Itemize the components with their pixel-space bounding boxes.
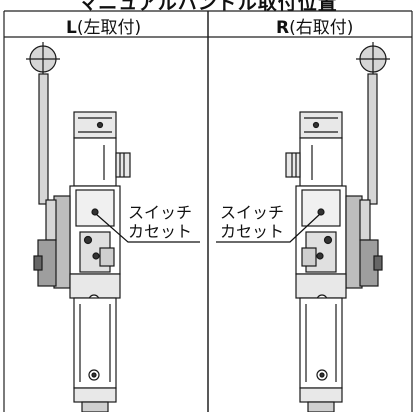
right-switch-label-line2: カセット <box>220 222 284 241</box>
left-callout-bg <box>124 200 202 242</box>
right-panel-header: R(右取付) <box>276 13 353 38</box>
right-label: (右取付) <box>289 18 354 38</box>
left-switch-label-line1: スイッチ <box>128 203 192 222</box>
right-actuator-drawing <box>285 42 390 412</box>
left-label: (左取付) <box>76 18 142 38</box>
right-callout-bg <box>214 200 294 242</box>
table-frame <box>3 10 413 412</box>
title-strip: マニュアルハンドル取付位置 <box>0 0 416 11</box>
right-letter: R <box>276 18 290 38</box>
figure-title: マニュアルハンドル取付位置 <box>78 0 338 11</box>
left-actuator-drawing <box>26 42 131 412</box>
left-switch-label-line2: カセット <box>128 222 192 241</box>
left-letter: L <box>66 18 77 38</box>
left-callout-leader <box>95 213 200 243</box>
right-callout-leader <box>216 213 321 243</box>
left-panel-header: L(左取付) <box>66 13 141 38</box>
right-switch-label-line1: スイッチ <box>220 203 284 222</box>
